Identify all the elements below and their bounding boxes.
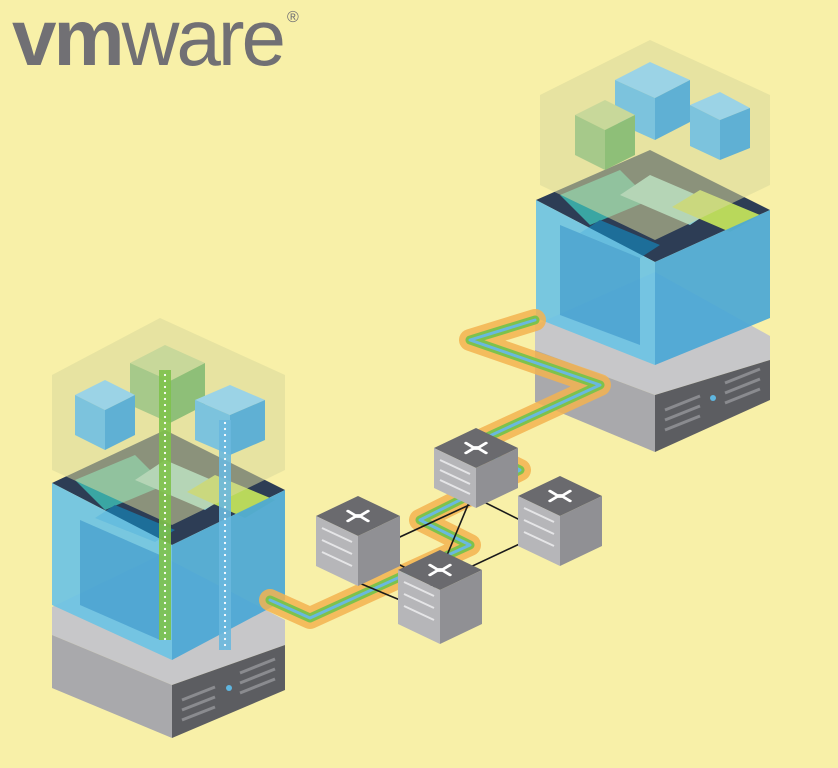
vmware-logo: vmware®: [12, 0, 299, 78]
right-host: [535, 40, 770, 452]
switch-top: [434, 428, 518, 508]
right-vm-cluster: [540, 40, 770, 240]
trademark-mark: ®: [287, 9, 299, 26]
switch-left: [316, 496, 400, 586]
right-server-vents: [664, 367, 761, 432]
logo-vm: vm: [12, 0, 125, 82]
switch-right: [518, 476, 602, 566]
right-server-led: [710, 395, 716, 401]
left-server-led: [226, 685, 232, 691]
switch-bottom: [398, 550, 482, 644]
underlay-path: [259, 309, 611, 629]
logo-ware: ware: [121, 0, 286, 82]
left-server-vents: [181, 657, 276, 722]
